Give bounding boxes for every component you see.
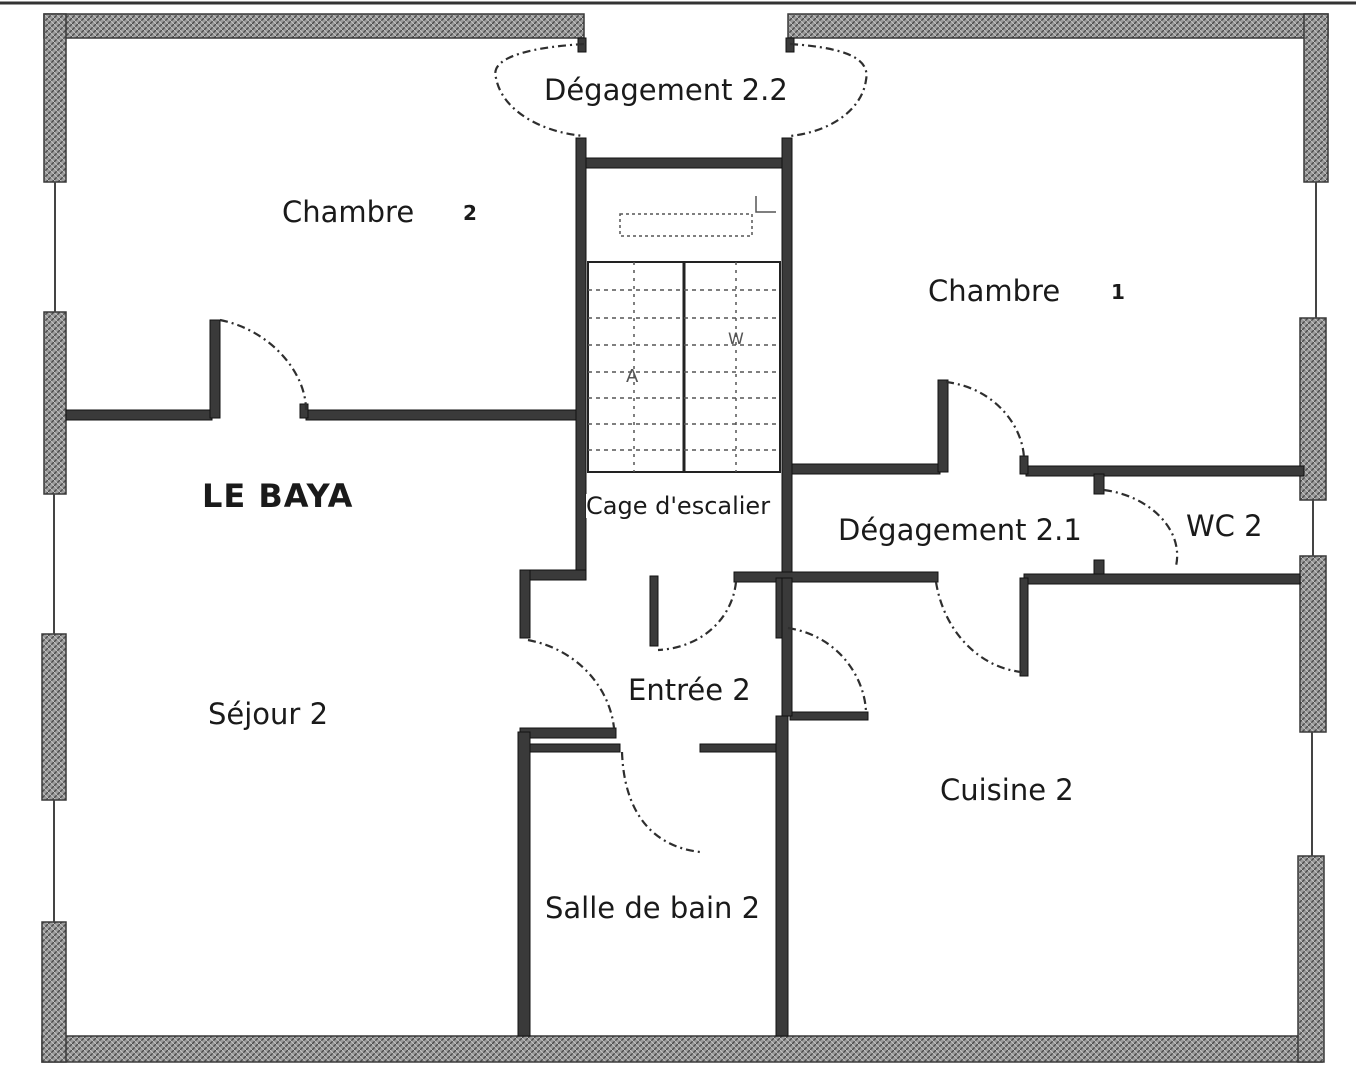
door-arc-chambre2 xyxy=(219,318,308,411)
wall-left-2 xyxy=(43,311,67,495)
wall-left-4 xyxy=(41,921,67,1063)
wall-right-1 xyxy=(1303,13,1329,183)
wall-bottom xyxy=(41,1035,1323,1063)
wall-right-4 xyxy=(1297,855,1325,1063)
door-arc-degagement22-left xyxy=(494,42,585,138)
door-arc-cuisine xyxy=(934,581,1023,674)
wall-degagement21-bottom-b xyxy=(1023,573,1301,585)
wall-sdb-left xyxy=(517,731,531,1037)
svg-text:A: A xyxy=(626,366,639,387)
door-arc-chambre1 xyxy=(945,380,1026,461)
room-label-entree: Entrée 2 xyxy=(628,673,751,707)
exterior-walls xyxy=(41,13,1329,1063)
wall-degagement21-bottom-a xyxy=(733,571,939,583)
room-label-sejour: Séjour 2 xyxy=(208,697,329,731)
wall-top-left xyxy=(43,13,585,39)
room-number-chambre1: 1 xyxy=(1111,280,1125,304)
wall-chambre1-bottom-a xyxy=(791,463,941,475)
stair-wall-right xyxy=(781,137,793,573)
room-label-wc: WC 2 xyxy=(1186,509,1263,543)
wall-sdb-right xyxy=(775,715,789,1037)
door-arc-sdb xyxy=(620,751,701,854)
room-label-salle-de-bain: Salle de bain 2 xyxy=(545,891,761,925)
wall-chambre1-bottom-b xyxy=(1025,465,1305,477)
door-swings xyxy=(219,42,1179,854)
wall-chambre2-bottom-a xyxy=(65,409,213,421)
svg-text:W: W xyxy=(728,329,744,348)
windows xyxy=(53,182,1317,922)
door-arc-wc xyxy=(1103,488,1179,567)
room-label-chambre1: Chambre xyxy=(928,274,1061,308)
wall-left-1 xyxy=(43,13,67,183)
door-arc-entree-left xyxy=(527,638,616,729)
wall-left-3 xyxy=(41,633,67,801)
room-label-chambre2: Chambre xyxy=(282,195,415,229)
room-label-cage: Cage d'escalier xyxy=(586,492,771,520)
door-arc-degagement22-right xyxy=(789,42,868,138)
stair-wall-top xyxy=(585,157,783,169)
door-arc-stair xyxy=(657,581,738,652)
wall-entree-bottom xyxy=(519,727,617,739)
door-arc-entree-right xyxy=(787,626,868,715)
wall-chambre2-bottom-b xyxy=(305,409,577,421)
room-label-degagement21: Dégagement 2.1 xyxy=(838,513,1082,547)
room-label-cuisine: Cuisine 2 xyxy=(940,773,1074,807)
room-label-degagement22: Dégagement 2.2 xyxy=(544,73,788,107)
wall-right-3 xyxy=(1299,555,1327,733)
stair-wall-left xyxy=(575,137,587,573)
wall-top-right xyxy=(787,13,1329,39)
room-number-chambre2: 2 xyxy=(463,201,477,225)
plan-title: LE BAYA xyxy=(202,477,354,515)
interior-walls xyxy=(65,37,1305,1037)
staircase: A W xyxy=(587,196,781,473)
